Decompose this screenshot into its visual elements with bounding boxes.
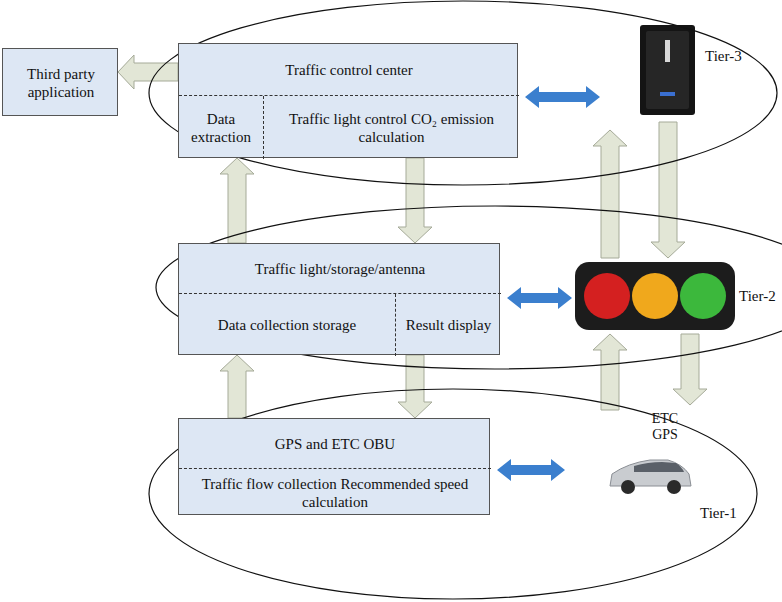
ellipse-line [156,206,782,369]
double-arrow [507,287,572,309]
box-title: Third party application [7,65,115,101]
box-cell: Result display [396,294,501,356]
box-title: Traffic control center [285,61,412,79]
block-arrow [593,130,627,258]
box-cell: Traffic light control CO₂ emission calcu… [264,96,519,159]
server-body [640,25,695,115]
tier-label: Tier-3 [705,48,742,65]
double-arrow [497,459,565,481]
block-arrow [651,122,685,258]
box-cell: Data collection storage [179,294,396,356]
box-text: Traffic flow collection Recommended spee… [183,475,487,511]
block-arrow [398,355,432,418]
box-cell: Data extraction [179,96,264,159]
yellow-lamp [632,273,678,319]
box-text: Result display [406,316,491,334]
car-icon [610,460,691,494]
server-slot [665,40,670,62]
box-cell: Traffic light/storage/antenna [179,244,501,294]
box-cell: GPS and ETC OBU [179,419,491,469]
traffic-light-housing [575,262,735,330]
process-box: Traffic light/storage/antennaData collec… [178,243,500,355]
server-light [660,92,675,96]
server-panel [646,31,689,109]
icon-label: ETC GPS [645,411,685,443]
block-arrow [673,334,707,405]
tier-label: Tier-2 [739,288,776,305]
car-wheel [621,480,635,494]
process-box: GPS and ETC OBU Traffic flow collection R… [178,418,490,515]
server-icon [640,25,695,115]
process-box: Third party application [2,48,118,116]
car-window [634,462,684,472]
tier-ellipse: Tier-3Traffic control centerData extract… [148,0,778,186]
box-title: GPS and ETC OBU [275,435,395,453]
block-arrow [220,158,254,243]
block-arrow [220,355,254,418]
ellipse-line [149,1,777,185]
car-wheel [667,480,681,494]
ellipse-line [149,389,757,599]
red-lamp [584,273,630,319]
process-box: Traffic control centerData extractionTra… [178,43,518,158]
box-text: Data collection storage [218,316,356,334]
box-cell: Traffic flow collection Recommended spee… [179,469,491,516]
box-text: Traffic light control CO₂ emission calcu… [268,110,515,146]
box-cell: Third party application [3,49,119,117]
traffic-light-icon [575,262,735,330]
box-title: Traffic light/storage/antenna [255,260,425,278]
green-lamp [680,273,726,319]
block-arrow [398,158,432,243]
block-arrow [593,334,627,410]
box-cell: Traffic control center [179,44,519,96]
double-arrow [525,86,600,108]
box-text: Data extraction [183,110,259,146]
tier-label: Tier-1 [700,505,737,522]
tier-ellipse: Tier-2 Traffic light/storage/antennaData … [155,205,782,370]
